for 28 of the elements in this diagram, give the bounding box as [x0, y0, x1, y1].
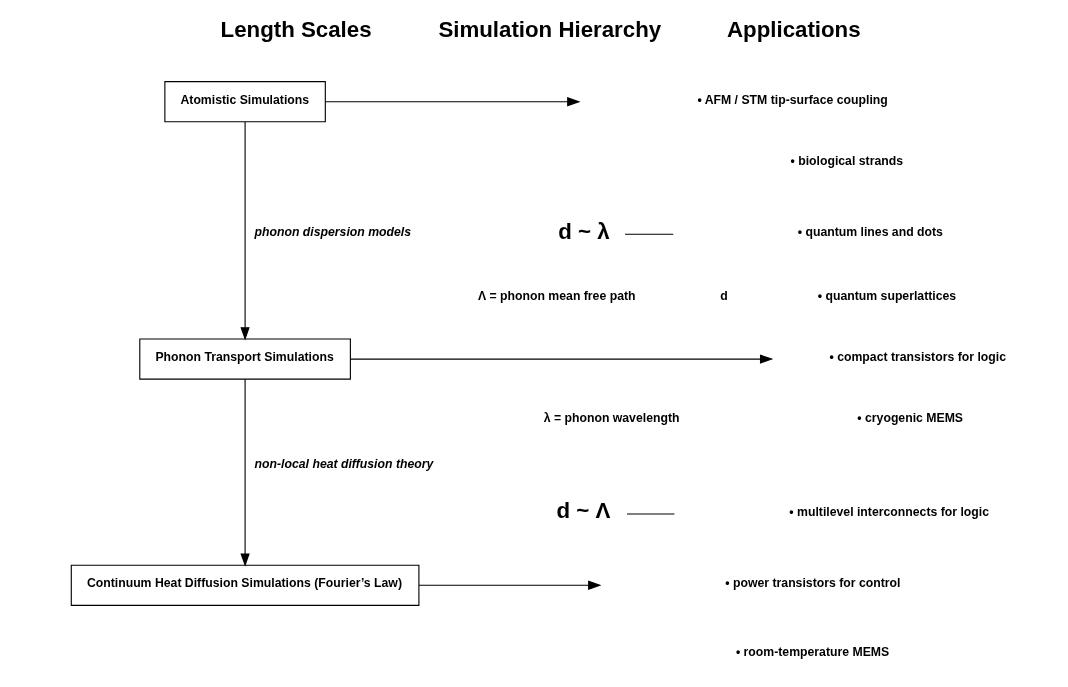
label: • quantum lines and dots [797, 225, 943, 240]
label: • cryogenic MEMS [856, 411, 963, 426]
label: Length Scales [220, 17, 372, 43]
label: • AFM / STM tip-surface coupling [696, 92, 888, 107]
label: λ = phonon wavelength [543, 411, 679, 426]
arrow [239, 121, 250, 341]
arrow [324, 97, 581, 107]
label: • room-temperature MEMS [735, 645, 889, 660]
edge-label: non-local heat diffusion theory [254, 457, 433, 472]
label: • multilevel interconnects for logic [788, 504, 989, 519]
label: • quantum superlattices [817, 288, 956, 303]
edge-label: phonon dispersion models [254, 225, 411, 240]
arrow [417, 580, 601, 590]
node-box: Continuum Heat Diffusion Simulations (Fourier’s Law) [70, 564, 419, 606]
label: • compact transistors for logic [828, 350, 1006, 365]
node-box: Atomistic Simulations [163, 81, 326, 123]
label: • biological strands [789, 154, 903, 169]
arrow [349, 354, 773, 364]
label: d [719, 288, 728, 303]
node-text: d ~ Λ [556, 498, 610, 524]
connector [624, 233, 674, 235]
node-text: d ~ λ [557, 218, 610, 244]
arrow [239, 378, 250, 567]
label: • power transistors for control [724, 576, 900, 591]
label: Applications [726, 17, 861, 43]
label: Simulation Hierarchy [437, 17, 661, 43]
label: Λ = phonon mean free path [477, 288, 636, 303]
node-box: Phonon Transport Simulations [138, 338, 351, 380]
